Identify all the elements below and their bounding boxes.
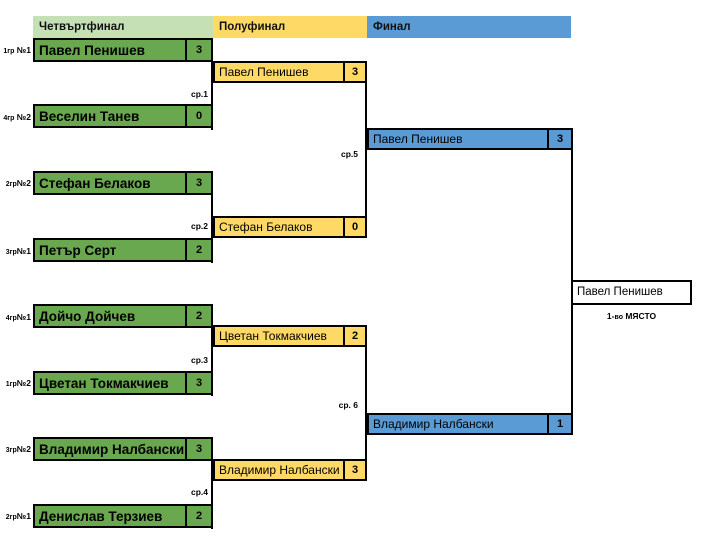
seed-label-3: 2гр№2 <box>0 176 33 190</box>
seed-number: №1 <box>16 246 31 256</box>
player-score: 3 <box>185 40 211 60</box>
seed-number: №1 <box>16 511 31 521</box>
quarterfinal-match-1-player-2[interactable]: Веселин Танев 0 <box>33 104 213 128</box>
connector-sf1 <box>365 82 367 238</box>
player-name: Павел Пенишев <box>373 132 463 146</box>
match-label-1: ср.1 <box>190 89 208 99</box>
connector-qf4 <box>211 459 213 529</box>
seed-number: №1 <box>16 45 31 55</box>
seed-label-5: 4гр№1 <box>0 310 33 324</box>
player-name: Дойчо Дойчев <box>39 308 136 324</box>
seed-number: №1 <box>16 312 31 322</box>
quarterfinal-match-1-player-1[interactable]: Павел Пенишев 3 <box>33 38 213 62</box>
connector-qf4-out <box>211 469 215 471</box>
player-name: Денислав Терзиев <box>39 508 163 524</box>
connector-sf1-out <box>365 138 369 140</box>
seed-group: 1гр <box>5 381 17 388</box>
player-score: 1 <box>547 415 571 433</box>
place-word: МЯСТО <box>622 311 657 321</box>
player-score: 2 <box>185 506 211 526</box>
final-match-player-1[interactable]: Павел Пенишев 3 <box>367 128 573 150</box>
player-name: Павел Пенишев <box>39 42 145 58</box>
player-score: 3 <box>185 439 211 459</box>
seed-group: 3гр <box>5 249 17 256</box>
quarterfinal-match-4-player-2[interactable]: Денислав Терзиев 2 <box>33 504 213 528</box>
seed-group: 2гр <box>5 181 17 188</box>
player-score: 0 <box>343 218 365 236</box>
player-name: Стефан Белаков <box>219 220 313 234</box>
seed-label-8: 2гр№1 <box>0 509 33 523</box>
match-label-3: ср.3 <box>190 355 208 365</box>
seed-number: №2 <box>16 112 31 122</box>
player-name: Петър Серт <box>39 242 117 258</box>
seed-group: 3гр <box>5 447 17 454</box>
connector-qf3-out <box>211 335 215 337</box>
seed-label-6: 1гр№2 <box>0 376 33 390</box>
match-label-4: ср.4 <box>190 487 208 497</box>
player-name: Владимир Налбански <box>373 417 494 431</box>
player-name: Владимир Налбански <box>219 463 340 477</box>
quarterfinal-match-2-player-2[interactable]: Петър Серт 2 <box>33 238 213 262</box>
connector-qf2 <box>211 193 213 263</box>
player-name: Владимир Налбански <box>39 441 185 457</box>
player-score: 0 <box>185 106 211 126</box>
semifinal-match-1-player-1[interactable]: Павел Пенишев 3 <box>213 61 367 83</box>
round-header-final: Финал <box>367 16 571 38</box>
place-ordinal-suffix: во <box>614 314 623 321</box>
connector-sf2-out <box>365 423 369 425</box>
semifinal-match-2-player-2[interactable]: Владимир Налбански 3 <box>213 459 367 481</box>
quarterfinal-match-4-player-1[interactable]: Владимир Налбански 3 <box>33 437 213 461</box>
player-name: Веселин Танев <box>39 108 140 124</box>
semifinal-match-1-player-2[interactable]: Стефан Белаков 0 <box>213 216 367 238</box>
first-place-label: 1-во МЯСТО <box>571 311 692 321</box>
player-score: 3 <box>185 173 211 193</box>
seed-label-7: 3гр№2 <box>0 442 33 456</box>
player-name: Цветан Токмакчиев <box>39 375 169 391</box>
connector-qf2-out <box>211 226 215 228</box>
player-score: 3 <box>547 130 571 148</box>
seed-group: 4гр <box>3 115 15 122</box>
seed-label-2: 4гр №2 <box>0 110 33 124</box>
seed-label-4: 3гр№1 <box>0 244 33 258</box>
seed-group: 1гр <box>3 48 15 55</box>
player-name: Цветан Токмакчиев <box>219 329 327 343</box>
seed-number: №2 <box>16 444 31 454</box>
final-match-player-2[interactable]: Владимир Налбански 1 <box>367 413 573 435</box>
connector-qf1 <box>211 60 213 130</box>
connector-qf1-out <box>211 71 215 73</box>
tournament-winner-box[interactable]: Павел Пенишев <box>571 280 692 305</box>
seed-number: №2 <box>16 378 31 388</box>
seed-group: 4гр <box>5 315 17 322</box>
match-label-6: ср. 6 <box>338 400 358 410</box>
semifinal-match-2-player-1[interactable]: Цветан Токмакчиев 2 <box>213 325 367 347</box>
seed-group: 2гр <box>5 514 17 521</box>
player-score: 2 <box>185 240 211 260</box>
seed-label-1: 1гр №1 <box>0 43 33 57</box>
player-score: 2 <box>343 327 365 345</box>
player-name: Павел Пенишев <box>219 65 309 79</box>
place-prefix: 1- <box>606 311 615 321</box>
connector-qf3 <box>211 326 213 396</box>
connector-sf2 <box>365 346 367 480</box>
player-score: 2 <box>185 306 211 326</box>
round-header-quarterfinal: Четвъртфинал <box>33 16 213 38</box>
quarterfinal-match-2-player-1[interactable]: Стефан Белаков 3 <box>33 171 213 195</box>
seed-number: №2 <box>16 178 31 188</box>
match-label-5: ср.5 <box>340 149 358 159</box>
player-name: Стефан Белаков <box>39 175 151 191</box>
player-score: 3 <box>343 461 365 479</box>
match-label-2: ср.2 <box>190 221 208 231</box>
player-score: 3 <box>185 373 211 393</box>
quarterfinal-match-3-player-2[interactable]: Цветан Токмакчиев 3 <box>33 371 213 395</box>
round-header-semifinal: Полуфинал <box>213 16 367 38</box>
quarterfinal-match-3-player-1[interactable]: Дойчо Дойчев 2 <box>33 304 213 328</box>
player-score: 3 <box>343 63 365 81</box>
